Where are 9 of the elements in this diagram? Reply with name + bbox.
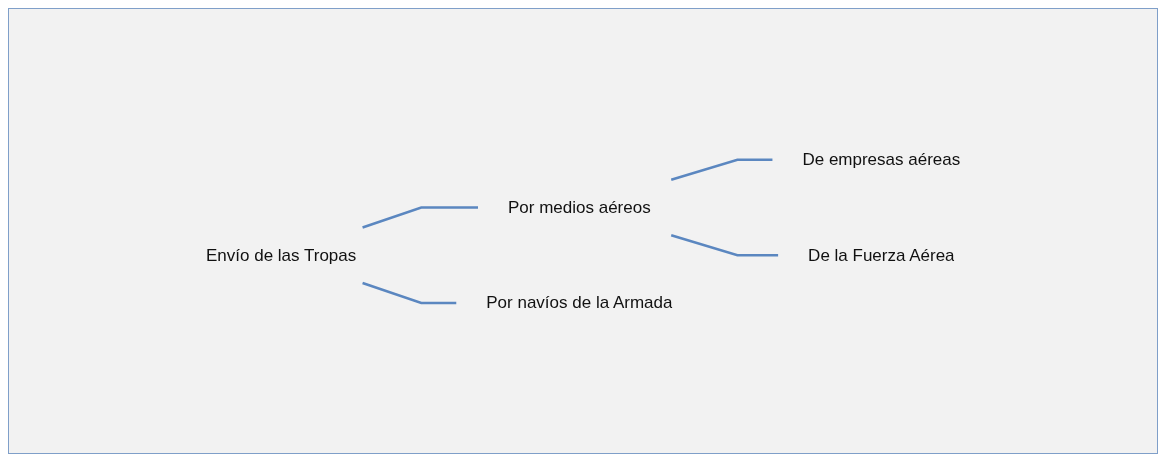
node-text: De la Fuerza Aérea bbox=[807, 245, 955, 265]
node-text: Envío de las Tropas bbox=[205, 245, 357, 265]
connector bbox=[362, 205, 478, 229]
connector bbox=[670, 233, 778, 257]
node-text: Por medios aéreos bbox=[507, 197, 651, 217]
connector bbox=[670, 158, 773, 181]
node-text: Por navíos de la Armada bbox=[486, 292, 673, 312]
connector bbox=[362, 281, 457, 304]
node-text: De empresas aéreas bbox=[802, 149, 961, 169]
